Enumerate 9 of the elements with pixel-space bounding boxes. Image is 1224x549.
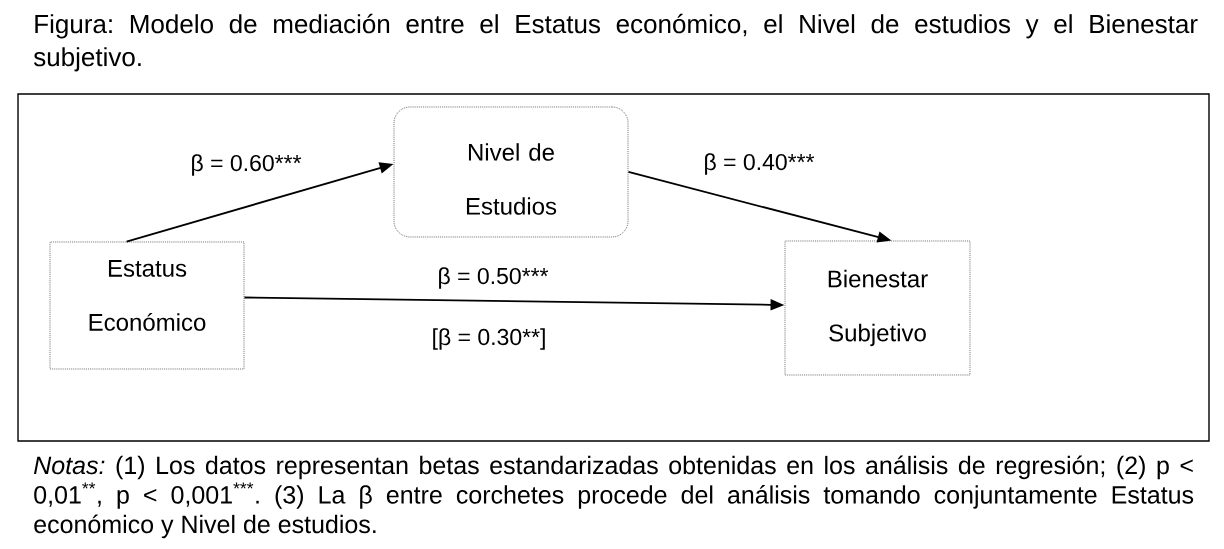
coefficient-label: [β = 0.30**] bbox=[433, 328, 545, 350]
edge-label: β = 0.60*** bbox=[192, 154, 302, 176]
edge-label: β = 0.50*** bbox=[439, 267, 549, 289]
figure-title: Figura: Modelo de mediación entre el Estatus económico, el Nivel de estudios y el Bienestar subjetivo. bbox=[33, 13, 1198, 72]
notes-text: Notas: (1) Los datos representan betas estandarizadas obtenidas en los análisis de regresión; (2) p < 0,01$^{**}$, p < 0,001$^{***}$. (3) La β entre corchetes procede del análisis tomando conjuntamente Estatus económico y Nivel de estudios. bbox=[34, 455, 1194, 539]
rounded-box: Nivel de Estudios bbox=[393, 106, 629, 238]
variable-box: Estatus Económico bbox=[49, 241, 245, 370]
variable-box: Bienestar Subjetivo bbox=[784, 240, 971, 376]
edge-label: β = 0.40*** bbox=[705, 153, 815, 175]
